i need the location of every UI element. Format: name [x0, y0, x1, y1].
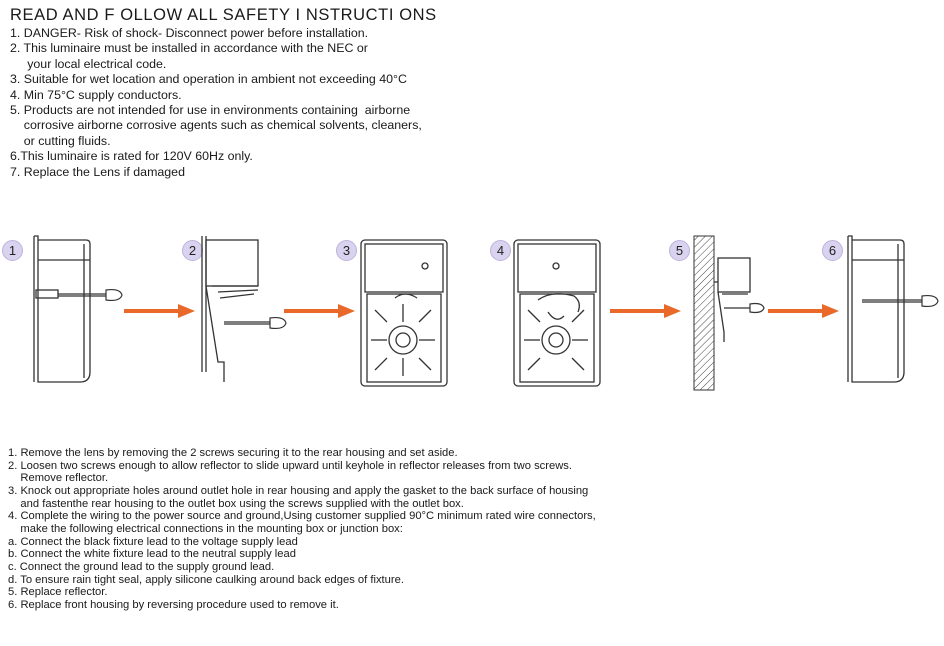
fixture-front-icon	[360, 239, 448, 387]
safety-list: 1. DANGER- Risk of shock- Disconnect pow…	[10, 26, 422, 180]
arrow-right-icon	[124, 304, 195, 318]
step-badge-6: 6	[822, 240, 843, 261]
wall-hatch-icon	[693, 235, 765, 391]
safety-line: 1. DANGER- Risk of shock- Disconnect pow…	[10, 26, 369, 40]
instruction-line: 5. Replace reflector.	[8, 586, 108, 599]
screwdriver-icon	[58, 288, 123, 302]
instruction-line: Remove reflector.	[8, 472, 109, 485]
instruction-line: 1. Remove the lens by removing the 2 scr…	[8, 447, 458, 459]
instruction-line: c. Connect the ground lead to the supply…	[8, 560, 275, 573]
fixture-front-icon	[513, 239, 601, 387]
step-badge-4: 4	[490, 240, 511, 261]
instruction-line: 6. Replace front housing by reversing pr…	[8, 598, 339, 611]
safety-line: 6.This luminaire is rated for 120V 60Hz …	[10, 149, 253, 164]
safety-line: 3. Suitable for wet location and operati…	[10, 72, 407, 87]
instruction-line: 4. Complete the wiring to the power sour…	[8, 510, 596, 523]
safety-line: 4. Min 75°C supply conductors.	[10, 87, 182, 102]
fixture-side-icon	[201, 236, 287, 382]
instruction-line: make the following electrical connection…	[8, 522, 403, 535]
arrow-right-icon	[284, 304, 355, 318]
screwdriver-icon	[862, 294, 939, 308]
safety-line: 5. Products are not intended for use in …	[10, 103, 411, 118]
fixture-side-icon	[33, 235, 123, 383]
step-badge-5: 5	[669, 240, 690, 261]
safety-line: or cutting fluids.	[10, 133, 111, 148]
arrow-right-icon	[768, 304, 839, 318]
instruction-list: 1. Remove the lens by removing the 2 scr…	[8, 447, 596, 612]
arrow-right-icon	[610, 304, 681, 318]
instruction-line: and fastenthe rear housing to the outlet…	[8, 497, 464, 510]
safety-line: 2. This luminaire must be installed in a…	[10, 41, 368, 56]
instruction-line: 2. Loosen two screws enough to allow ref…	[8, 459, 572, 472]
screwdriver-icon	[224, 316, 287, 330]
screwdriver-icon	[724, 302, 765, 314]
instruction-line: 3. Knock out appropriate holes around ou…	[8, 484, 589, 497]
fixture-side-icon	[847, 235, 939, 383]
instruction-line: b. Connect the white fixture lead to the…	[8, 548, 296, 561]
instruction-line: d. To ensure rain tight seal, apply sili…	[8, 573, 404, 586]
safety-line: 7. Replace the Lens if damaged	[10, 164, 185, 179]
safety-line: corrosive airborne corrosive agents such…	[10, 118, 422, 133]
safety-line: your local electrical code.	[10, 56, 167, 71]
safety-title: READ AND F OLLOW ALL SAFETY I NSTRUCTI O…	[10, 6, 437, 24]
step-badge-1: 1	[2, 240, 23, 261]
instruction-line: a. Connect the black fixture lead to the…	[8, 535, 298, 548]
step-badge-3: 3	[336, 240, 357, 261]
